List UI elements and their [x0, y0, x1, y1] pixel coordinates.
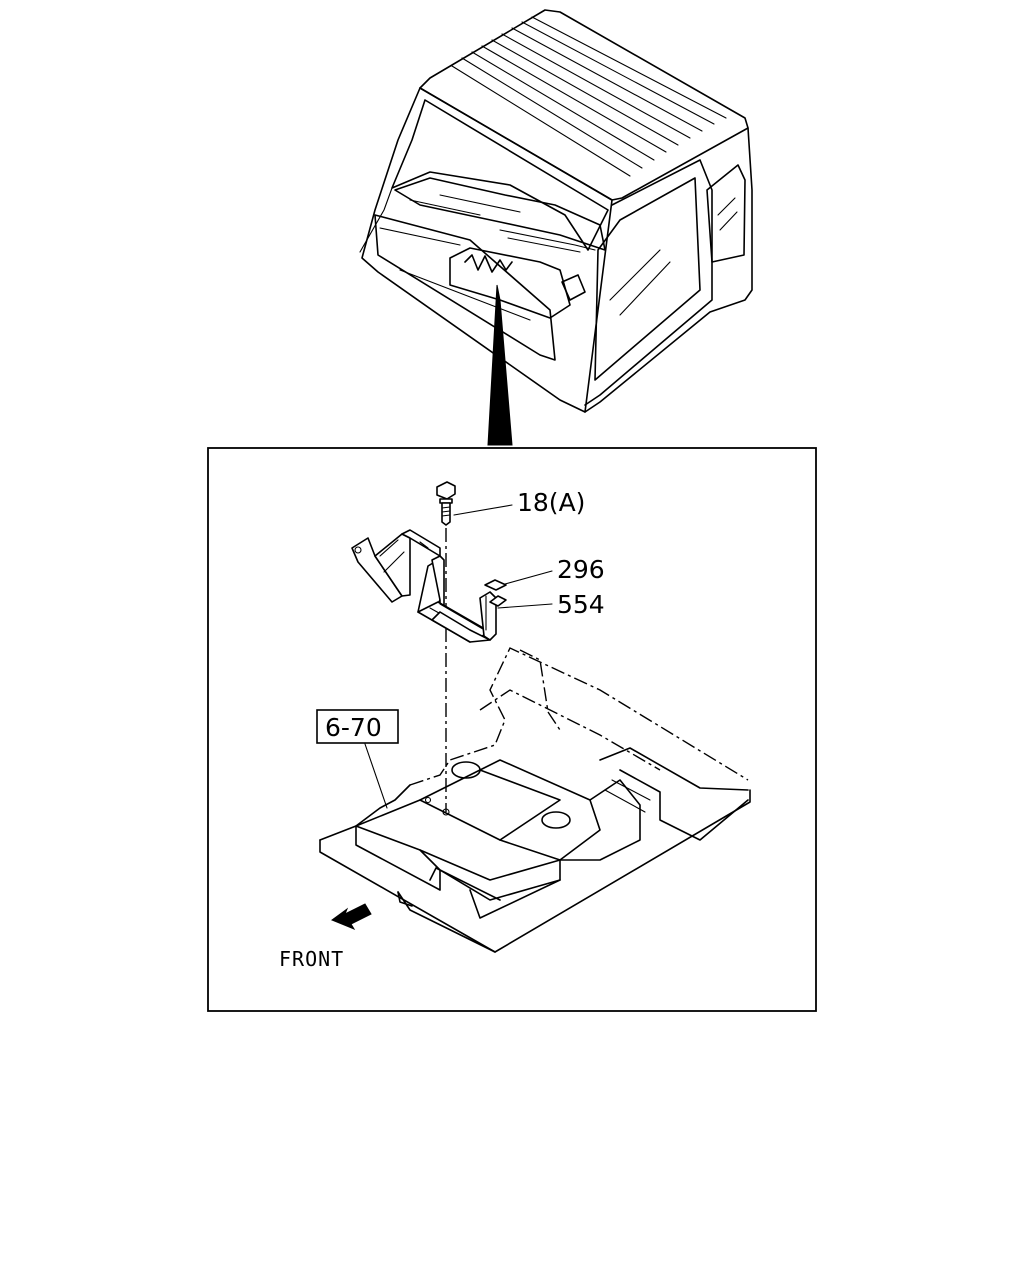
detail-frame	[207, 447, 817, 1012]
front-arrow-icon	[330, 903, 372, 931]
callout-reference: 6-70	[325, 713, 382, 742]
callout-554: 554	[557, 590, 605, 619]
part-554-illustration	[489, 595, 507, 607]
callout-bolt: 18(A)	[517, 488, 585, 517]
reference-box	[316, 709, 399, 744]
floor-panel-illustration	[319, 647, 751, 953]
leader-bolt	[453, 504, 513, 516]
leader-554	[497, 603, 553, 609]
clip-296-illustration	[484, 579, 507, 591]
bracket-illustration	[351, 529, 497, 643]
bolt-illustration	[436, 481, 456, 526]
callout-296: 296	[557, 555, 605, 584]
leader-reference	[364, 743, 388, 809]
front-label: FRONT	[279, 947, 344, 971]
leader-296	[504, 570, 553, 585]
cab-overview-illustration	[359, 9, 753, 446]
